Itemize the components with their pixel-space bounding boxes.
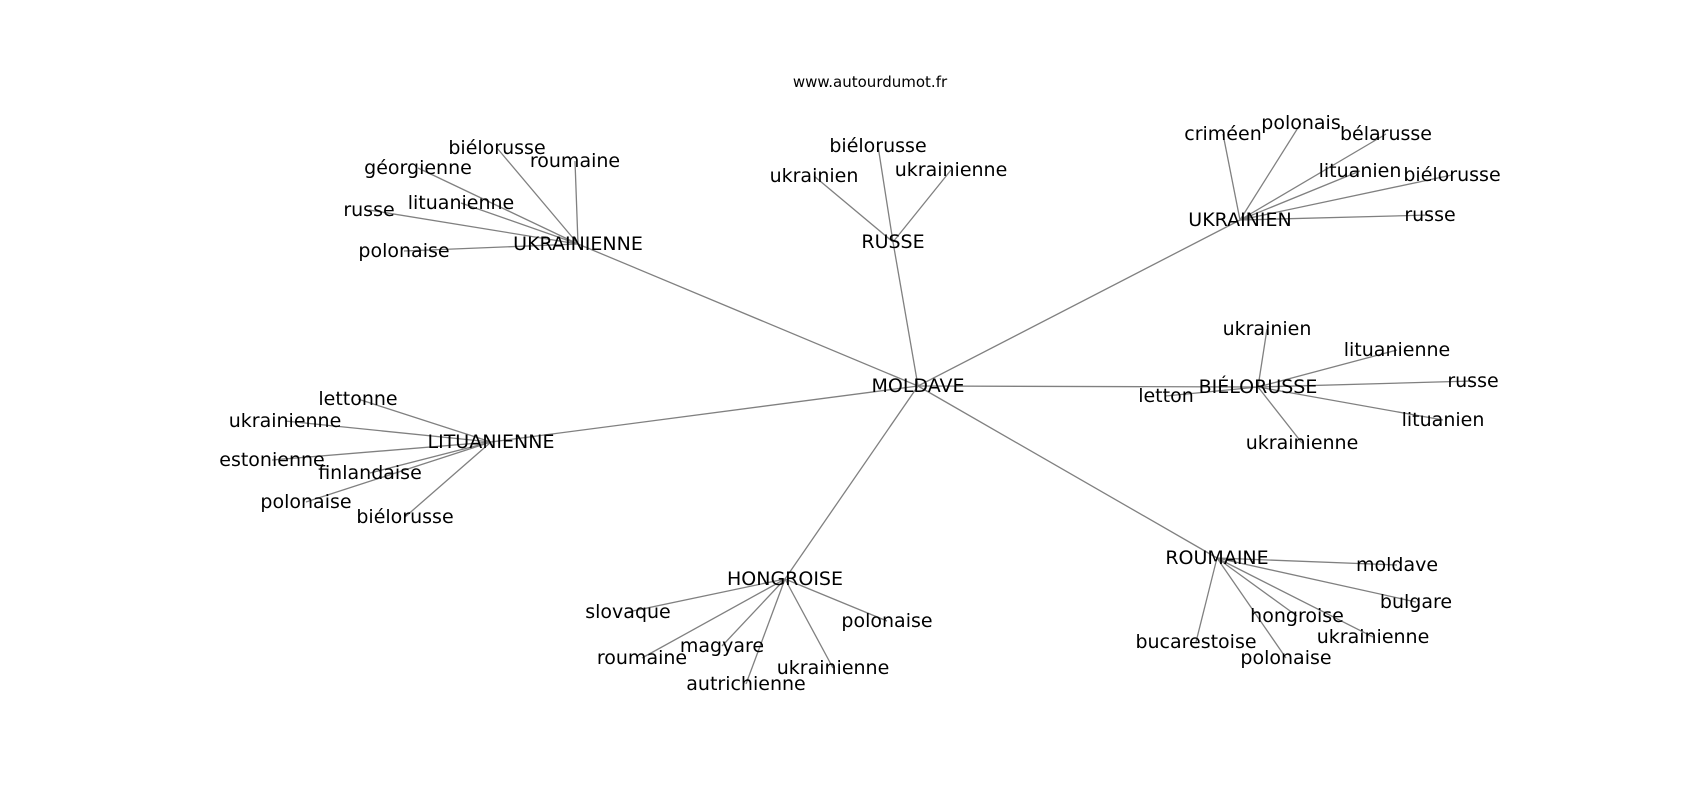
- leaf-node-hongroise-0[interactable]: slovaque: [585, 601, 670, 623]
- edge-hongroise-2: [641, 578, 786, 659]
- leaf-node-ukrainienne-3[interactable]: lituanienne: [408, 192, 514, 214]
- edge-lituanienne-1: [284, 420, 492, 443]
- leaf-node-roumaine-1[interactable]: bulgare: [1380, 591, 1452, 613]
- edge-hongroise-3: [721, 578, 786, 647]
- leaf-node-roumaine-2[interactable]: hongroise: [1250, 605, 1344, 627]
- leaf-node-ukrainien-2[interactable]: bélarusse: [1340, 123, 1432, 145]
- edge-ukrainienne-3: [460, 202, 579, 245]
- leaf-node-russe-2[interactable]: ukrainienne: [895, 159, 1008, 181]
- edge-root-hongroise: [784, 385, 919, 580]
- leaf-node-bielorusse-1[interactable]: lituanienne: [1344, 339, 1450, 361]
- edge-russe-1: [813, 175, 894, 243]
- leaf-node-hongroise-5[interactable]: autrichienne: [686, 673, 805, 695]
- leaf-node-roumaine-0[interactable]: moldave: [1356, 554, 1438, 576]
- edge-bielorusse-2: [1257, 380, 1474, 388]
- edge-ukrainien-3: [1239, 170, 1361, 221]
- edge-hongroise-0: [627, 578, 786, 613]
- edge-lituanienne-5: [404, 441, 492, 518]
- leaf-node-russe-0[interactable]: biélorusse: [829, 135, 926, 157]
- leaf-node-ukrainienne-4[interactable]: russe: [343, 199, 394, 221]
- edge-lituanienne-2: [271, 441, 492, 461]
- edge-roumaine-5: [1216, 557, 1287, 659]
- source-watermark: www.autourdumot.fr: [793, 73, 948, 91]
- hub-node-lituanienne[interactable]: LITUANIENNE: [428, 431, 555, 453]
- leaf-node-russe-1[interactable]: ukrainien: [770, 165, 859, 187]
- edge-root-russe: [892, 241, 919, 387]
- leaf-node-lituanienne-3[interactable]: finlandaise: [318, 462, 422, 484]
- edge-roumaine-3: [1216, 557, 1374, 638]
- edge-hongroise-4: [784, 578, 834, 669]
- edge-ukrainienne-0: [496, 147, 579, 245]
- edge-root-roumaine: [917, 385, 1218, 559]
- edge-root-lituanienne: [490, 385, 919, 443]
- edge-russe-2: [892, 169, 952, 243]
- edge-hongroise-5: [745, 578, 786, 685]
- graph-edges: [271, 122, 1474, 685]
- hub-node-hongroise[interactable]: HONGROISE: [727, 568, 843, 590]
- edge-ukrainien-4: [1239, 174, 1453, 221]
- edge-root-bielorusse: [917, 385, 1259, 388]
- edge-bielorusse-4: [1257, 386, 1444, 421]
- leaf-node-hongroise-3[interactable]: magyare: [680, 635, 764, 657]
- leaf-node-lituanienne-1[interactable]: ukrainienne: [229, 410, 342, 432]
- leaf-node-roumaine-5[interactable]: polonaise: [1240, 647, 1331, 669]
- leaf-node-hongroise-4[interactable]: ukrainienne: [777, 657, 890, 679]
- edge-root-ukrainienne: [577, 243, 919, 387]
- leaf-node-lituanienne-0[interactable]: lettonne: [318, 388, 397, 410]
- leaf-node-lituanienne-2[interactable]: estonienne: [219, 449, 324, 471]
- leaf-node-ukrainien-0[interactable]: criméen: [1184, 123, 1261, 145]
- leaf-node-ukrainien-3[interactable]: lituanien: [1319, 160, 1402, 182]
- edge-lituanienne-0: [357, 398, 492, 443]
- leaf-node-bielorusse-0[interactable]: ukrainien: [1223, 318, 1312, 340]
- edge-ukrainienne-1: [574, 160, 579, 245]
- leaf-node-bielorusse-5[interactable]: ukrainienne: [1246, 432, 1359, 454]
- edge-bielorusse-1: [1257, 349, 1398, 388]
- leaf-node-lituanienne-4[interactable]: polonaise: [260, 491, 351, 513]
- edge-roumaine-1: [1216, 557, 1417, 603]
- leaf-node-ukrainien-4[interactable]: biélorusse: [1403, 164, 1500, 186]
- edge-root-ukrainien: [917, 219, 1241, 387]
- edge-ukrainien-0: [1222, 133, 1241, 221]
- edge-hongroise-1: [784, 578, 888, 622]
- leaf-node-ukrainien-1[interactable]: polonais: [1261, 112, 1340, 134]
- edge-ukrainienne-2: [417, 167, 579, 245]
- edge-roumaine-2: [1216, 557, 1298, 617]
- graph-nodes: MOLDAVEUKRAINIENNEbiélorusseroumainegéor…: [219, 112, 1500, 695]
- edge-ukrainien-1: [1239, 122, 1302, 221]
- edge-roumaine-0: [1216, 557, 1398, 566]
- leaf-node-hongroise-1[interactable]: polonaise: [841, 610, 932, 632]
- hub-node-bielorusse[interactable]: BIÉLORUSSE: [1199, 375, 1318, 398]
- hub-node-russe[interactable]: RUSSE: [861, 231, 924, 253]
- leaf-node-ukrainienne-0[interactable]: biélorusse: [448, 137, 545, 159]
- leaf-node-ukrainienne-2[interactable]: géorgienne: [364, 157, 472, 179]
- leaf-node-ukrainienne-5[interactable]: polonaise: [358, 240, 449, 262]
- edge-lituanienne-4: [305, 441, 492, 503]
- edge-bielorusse-5: [1257, 386, 1303, 444]
- leaf-node-lituanienne-5[interactable]: biélorusse: [356, 506, 453, 528]
- edge-bielorusse-0: [1257, 328, 1268, 388]
- edge-roumaine-4: [1195, 557, 1218, 643]
- leaf-node-roumaine-3[interactable]: ukrainienne: [1317, 626, 1430, 648]
- edge-ukrainien-5: [1239, 214, 1431, 221]
- hub-node-roumaine[interactable]: ROUMAINE: [1165, 547, 1268, 569]
- hub-node-ukrainien[interactable]: UKRAINIEN: [1188, 209, 1291, 231]
- leaf-node-roumaine-4[interactable]: bucarestoise: [1135, 631, 1256, 653]
- edge-ukrainienne-4: [368, 209, 579, 245]
- root-node[interactable]: MOLDAVE: [871, 375, 964, 397]
- leaf-node-bielorusse-3[interactable]: letton: [1138, 385, 1194, 407]
- edge-lituanienne-3: [369, 441, 492, 474]
- leaf-node-ukrainienne-1[interactable]: roumaine: [530, 150, 620, 172]
- edge-bielorusse-3: [1165, 386, 1259, 397]
- hub-node-ukrainienne[interactable]: UKRAINIENNE: [513, 233, 643, 255]
- leaf-node-ukrainien-5[interactable]: russe: [1404, 204, 1455, 226]
- edge-ukrainien-2: [1239, 133, 1387, 221]
- leaf-node-bielorusse-2[interactable]: russe: [1447, 370, 1498, 392]
- leaf-node-bielorusse-4[interactable]: lituanien: [1402, 409, 1485, 431]
- leaf-node-hongroise-2[interactable]: roumaine: [597, 647, 687, 669]
- edge-russe-0: [877, 145, 894, 243]
- edge-ukrainienne-5: [403, 243, 579, 252]
